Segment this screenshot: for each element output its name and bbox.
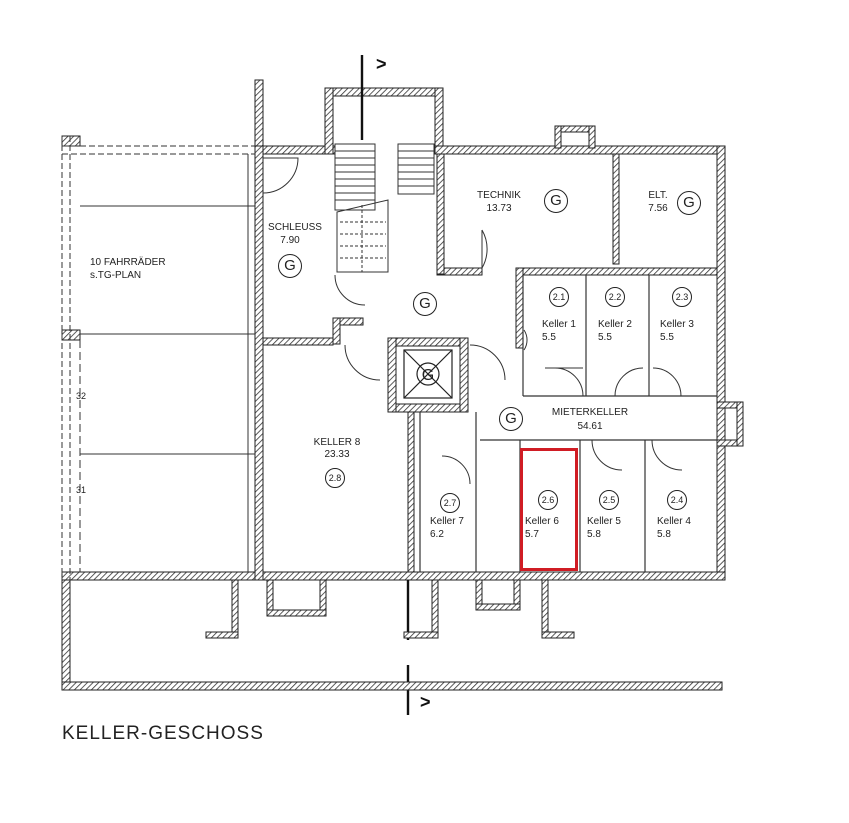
door-swings [262,157,683,485]
room-area-schleuss: 7.90 [280,235,300,246]
room-area-keller3: 5.5 [660,332,674,343]
room-name-technik: TECHNIK [477,190,521,201]
room-area-keller4: 5.8 [657,529,671,540]
room-area-keller2: 5.5 [598,332,612,343]
room-area-keller6: 5.7 [525,529,539,540]
room-area-elt: 7.56 [648,203,668,214]
room-name-keller8: KELLER 8 [313,437,361,448]
room-badge-technik: G [544,189,568,213]
room-number-keller3: 2.3 [672,287,692,307]
bicycle-area [61,136,255,580]
elevator-mark: G [422,367,434,384]
bicycle-label-line2: s.TG-PLAN [90,270,142,281]
room-name-keller2: Keller 2 [598,319,632,330]
room-name-schleuss: SCHLEUSS [268,222,322,233]
room-number-keller5: 2.5 [599,490,619,510]
room-badge-schleuss: G [278,254,302,278]
light-wells [61,579,723,691]
room-area-technik: 13.73 [486,203,512,214]
cell-partitions [419,275,717,572]
room-area-keller8: 23.33 [324,449,350,460]
room-badge-mieterkeller: G [499,407,523,431]
column-top-left [254,79,264,147]
room-name-mieterkeller: MIETERKELLER [551,407,629,418]
outer-walls [61,87,744,581]
room-number-keller6: 2.6 [538,490,558,510]
elevator-shaft [403,349,453,399]
room-name-elt: ELT. [648,190,668,201]
room-name-keller6: Keller 6 [525,516,559,527]
room-name-keller3: Keller 3 [660,319,694,330]
room-number-keller4: 2.4 [667,490,687,510]
staircase [334,143,435,273]
section-arrow-top: > [376,54,387,74]
room-area-keller7: 6.2 [430,529,444,540]
room-name-keller1: Keller 1 [542,319,576,330]
room-area-keller5: 5.8 [587,529,601,540]
room-name-keller7: Keller 7 [430,516,464,527]
room-number-keller8: 2.8 [325,468,345,488]
room-number-keller7: 2.7 [440,493,460,513]
room-number-keller1: 2.1 [549,287,569,307]
room-number-keller2: 2.2 [605,287,625,307]
floor-title: KELLER-GESCHOSS [62,723,264,744]
section-arrow-bottom: > [420,692,431,712]
room-area-keller1: 5.5 [542,332,556,343]
room-name-keller4: Keller 4 [657,516,691,527]
bicycle-label-line1: 10 FAHRRÄDER [90,257,166,268]
room-badge-elt: G [677,191,701,215]
keller6-highlight-box [520,448,578,571]
room-badge-corridor: G [413,292,437,316]
room-area-mieterkeller: 54.61 [577,421,603,432]
parking-number-32: 32 [76,391,87,401]
room-name-keller5: Keller 5 [587,516,621,527]
parking-number-31: 31 [76,485,87,495]
interior-walls [262,153,718,573]
